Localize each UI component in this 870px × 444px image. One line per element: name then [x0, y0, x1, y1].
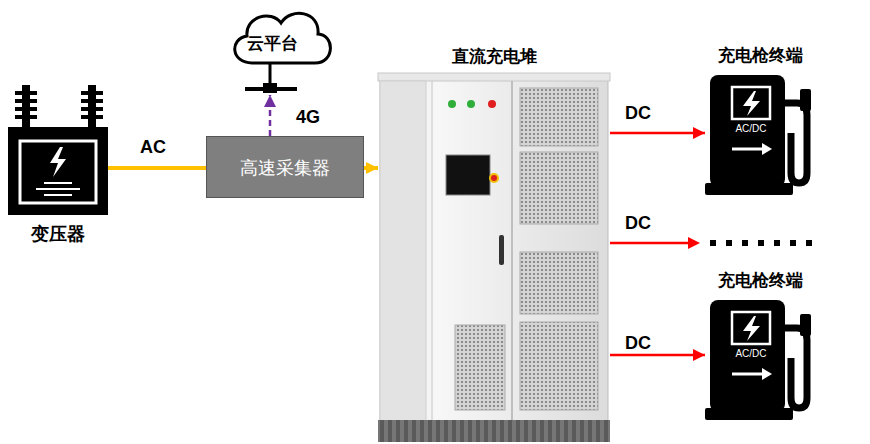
transformer-icon — [44, 194, 72, 196]
connector — [108, 166, 206, 170]
node-title: 充电枪终端 — [685, 269, 835, 292]
continuation-dots — [742, 240, 748, 246]
charging-cabinet — [380, 81, 426, 422]
dc-wire — [610, 242, 690, 245]
node-subtext: AC/DC — [726, 123, 776, 134]
charging-cabinet — [378, 73, 610, 442]
transformer-icon — [8, 85, 108, 215]
charging-cabinet — [488, 100, 496, 108]
node-title: 高速采集器 — [207, 156, 363, 180]
collector-box: 高速采集器 — [206, 136, 364, 198]
transformer-icon — [50, 147, 66, 177]
connector — [364, 166, 378, 170]
transformer-icon — [15, 115, 37, 119]
charging-cabinet — [491, 175, 497, 181]
charging-cabinet — [499, 235, 504, 265]
transformer-icon — [81, 99, 103, 103]
node-title: 变压器 — [0, 222, 118, 246]
charging-cabinet — [520, 322, 598, 410]
charging-cabinet — [489, 173, 499, 183]
connector — [610, 354, 705, 357]
charging-cabinet — [520, 252, 598, 314]
cloud-node: 云平台 — [225, 5, 335, 95]
cloud-icon — [235, 13, 331, 93]
transformer-icon — [8, 127, 108, 215]
charger-node: 充电枪终端AC/DC — [705, 75, 813, 195]
transformer-icon — [36, 188, 80, 190]
transformer-icon — [81, 107, 103, 111]
transformer-icon — [15, 91, 37, 95]
charging-cabinet — [378, 420, 610, 442]
edge-label: AC — [140, 137, 166, 158]
node-title: 充电枪终端 — [685, 44, 835, 67]
transformer-icon — [15, 107, 37, 111]
signal-label: DC — [625, 213, 651, 234]
connector — [269, 95, 272, 136]
transformer-node: 变压器 — [8, 85, 108, 215]
transformer-icon — [20, 141, 96, 203]
charging-cabinet — [455, 325, 505, 410]
cloud-icon — [263, 83, 277, 93]
edge-label: DC — [625, 333, 651, 354]
node-title: 直流充电堆 — [378, 45, 610, 68]
continuation-dots — [806, 240, 812, 246]
dc-wire — [610, 237, 700, 249]
charging-cabinet — [520, 152, 598, 224]
charging-cabinet — [520, 88, 598, 146]
charger-icon — [705, 75, 811, 195]
charging-cabinet — [432, 81, 433, 420]
charging-cabinet — [511, 81, 513, 420]
continuation-dots — [790, 240, 796, 246]
node-title: 云平台 — [225, 32, 320, 55]
transformer-icon — [81, 115, 103, 119]
continuation-dots — [774, 240, 780, 246]
charging-cabinet — [380, 78, 608, 422]
cabinet-node: 直流充电堆 — [378, 75, 610, 442]
charging-cabinet — [448, 100, 456, 108]
continuation-dots — [758, 240, 764, 246]
edge-label: 4G — [296, 107, 320, 128]
charger-icon — [705, 300, 811, 420]
charging-cabinet — [467, 100, 475, 108]
node-subtext: AC/DC — [726, 348, 776, 359]
dc-wire — [688, 237, 700, 249]
charging-cabinet — [378, 73, 610, 81]
edge-label: DC — [625, 103, 651, 124]
transformer-icon — [81, 91, 103, 95]
charger-node: 充电枪终端AC/DC — [705, 300, 813, 420]
transformer-icon — [44, 182, 72, 184]
continuation-dots — [710, 240, 716, 246]
charging-cabinet — [446, 155, 490, 195]
continuation-dots — [710, 240, 812, 246]
transformer-icon — [15, 99, 37, 103]
continuation-dots — [726, 240, 732, 246]
connector — [610, 132, 705, 135]
